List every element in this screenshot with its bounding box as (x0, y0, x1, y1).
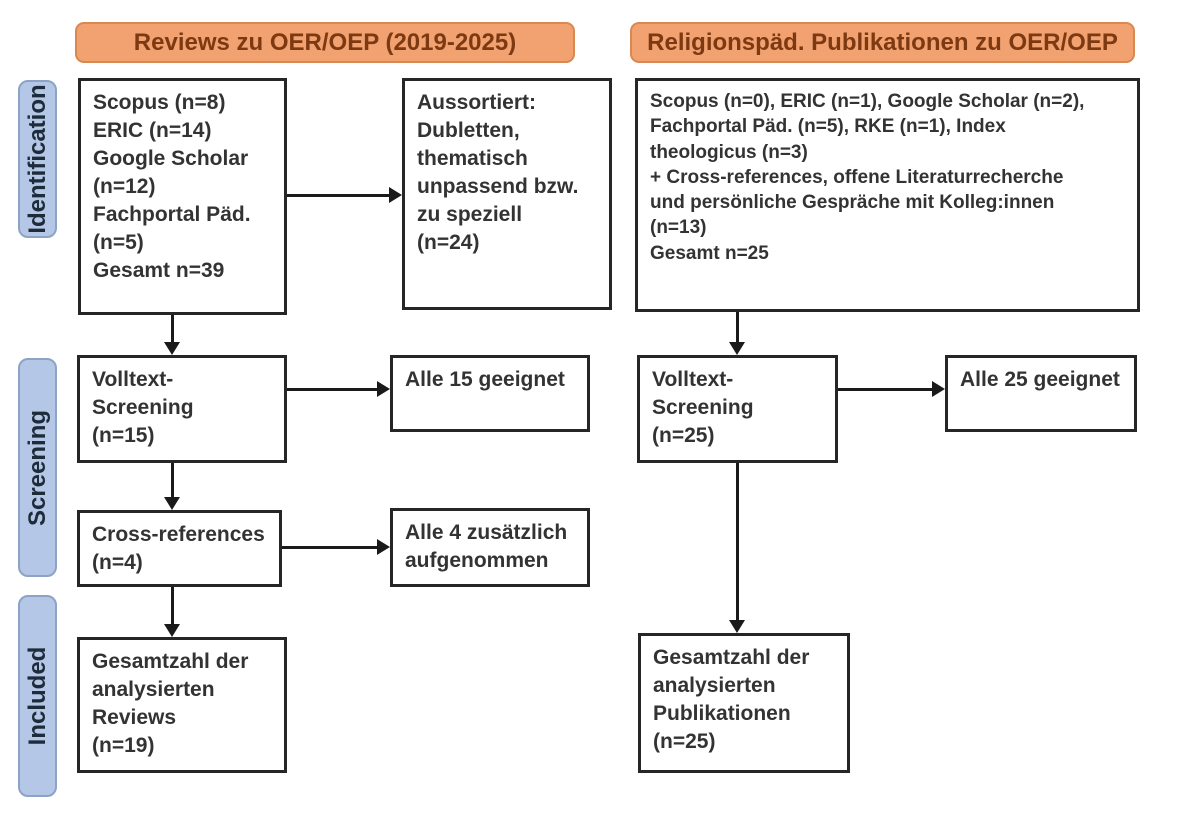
arrow-line (287, 194, 389, 197)
arrow-head-icon (932, 381, 945, 397)
box-left-excluded-text: Aussortiert: Dubletten, thematisch unpas… (417, 91, 579, 254)
arrow-line (838, 388, 932, 391)
stage-screening: Screening (18, 358, 57, 577)
box-left-total-text: Gesamtzahl der analysierten Reviews (n=1… (92, 650, 249, 757)
arrow-head-icon (377, 539, 390, 555)
arrow-head-icon (164, 624, 180, 637)
arrow-line (736, 312, 739, 342)
stage-identification-label: Identification (23, 84, 51, 234)
arrow-head-icon (164, 342, 180, 355)
stage-identification: Identification (18, 80, 57, 238)
box-left-crossreferences: Cross-references (n=4) (77, 510, 282, 587)
box-left-sources-text: Scopus (n=8) ERIC (n=14) Google Scholar … (93, 91, 251, 282)
column-header-reviews: Reviews zu OER/OEP (2019-2025) (75, 22, 575, 63)
box-left-crossreferences-text: Cross-references (n=4) (92, 523, 265, 574)
arrow-head-icon (389, 187, 402, 203)
box-right-sources: Scopus (n=0), ERIC (n=1), Google Scholar… (635, 78, 1140, 312)
box-left-sources: Scopus (n=8) ERIC (n=14) Google Scholar … (78, 78, 287, 315)
arrow-line (171, 315, 174, 342)
stage-included: Included (18, 595, 57, 797)
arrow-line (171, 463, 174, 497)
arrow-head-icon (164, 497, 180, 510)
arrow-line (736, 463, 739, 620)
column-header-religionspaed-label: Religionspäd. Publikationen zu OER/OEP (647, 28, 1118, 56)
box-left-eligible: Alle 15 geeignet (390, 355, 590, 432)
box-left-total: Gesamtzahl der analysierten Reviews (n=1… (77, 637, 287, 773)
arrow-line (287, 388, 377, 391)
box-right-total-text: Gesamtzahl der analysierten Publikatione… (653, 646, 810, 753)
box-left-eligible-text: Alle 15 geeignet (405, 368, 565, 391)
box-right-eligible-text: Alle 25 geeignet (960, 368, 1120, 391)
arrow-line (171, 587, 174, 624)
box-right-fulltext-screening-text: Volltext- Screening (n=25) (652, 368, 754, 447)
box-right-fulltext-screening: Volltext- Screening (n=25) (637, 355, 838, 463)
box-left-fulltext-screening-text: Volltext- Screening (n=15) (92, 368, 194, 447)
box-right-total: Gesamtzahl der analysierten Publikatione… (638, 633, 850, 773)
arrow-head-icon (377, 381, 390, 397)
box-left-added-text: Alle 4 zusätzlich aufgenommen (405, 521, 568, 572)
column-header-religionspaed: Religionspäd. Publikationen zu OER/OEP (630, 22, 1135, 63)
stage-included-label: Included (23, 646, 51, 746)
box-right-sources-text: Scopus (n=0), ERIC (n=1), Google Scholar… (650, 91, 1085, 264)
arrow-head-icon (729, 620, 745, 633)
stage-screening-label: Screening (23, 409, 51, 526)
column-header-reviews-label: Reviews zu OER/OEP (2019-2025) (133, 28, 517, 56)
box-left-fulltext-screening: Volltext- Screening (n=15) (77, 355, 287, 463)
box-left-excluded: Aussortiert: Dubletten, thematisch unpas… (402, 78, 612, 310)
box-right-eligible: Alle 25 geeignet (945, 355, 1137, 432)
arrow-head-icon (729, 342, 745, 355)
arrow-line (282, 546, 377, 549)
box-left-added: Alle 4 zusätzlich aufgenommen (390, 508, 590, 587)
